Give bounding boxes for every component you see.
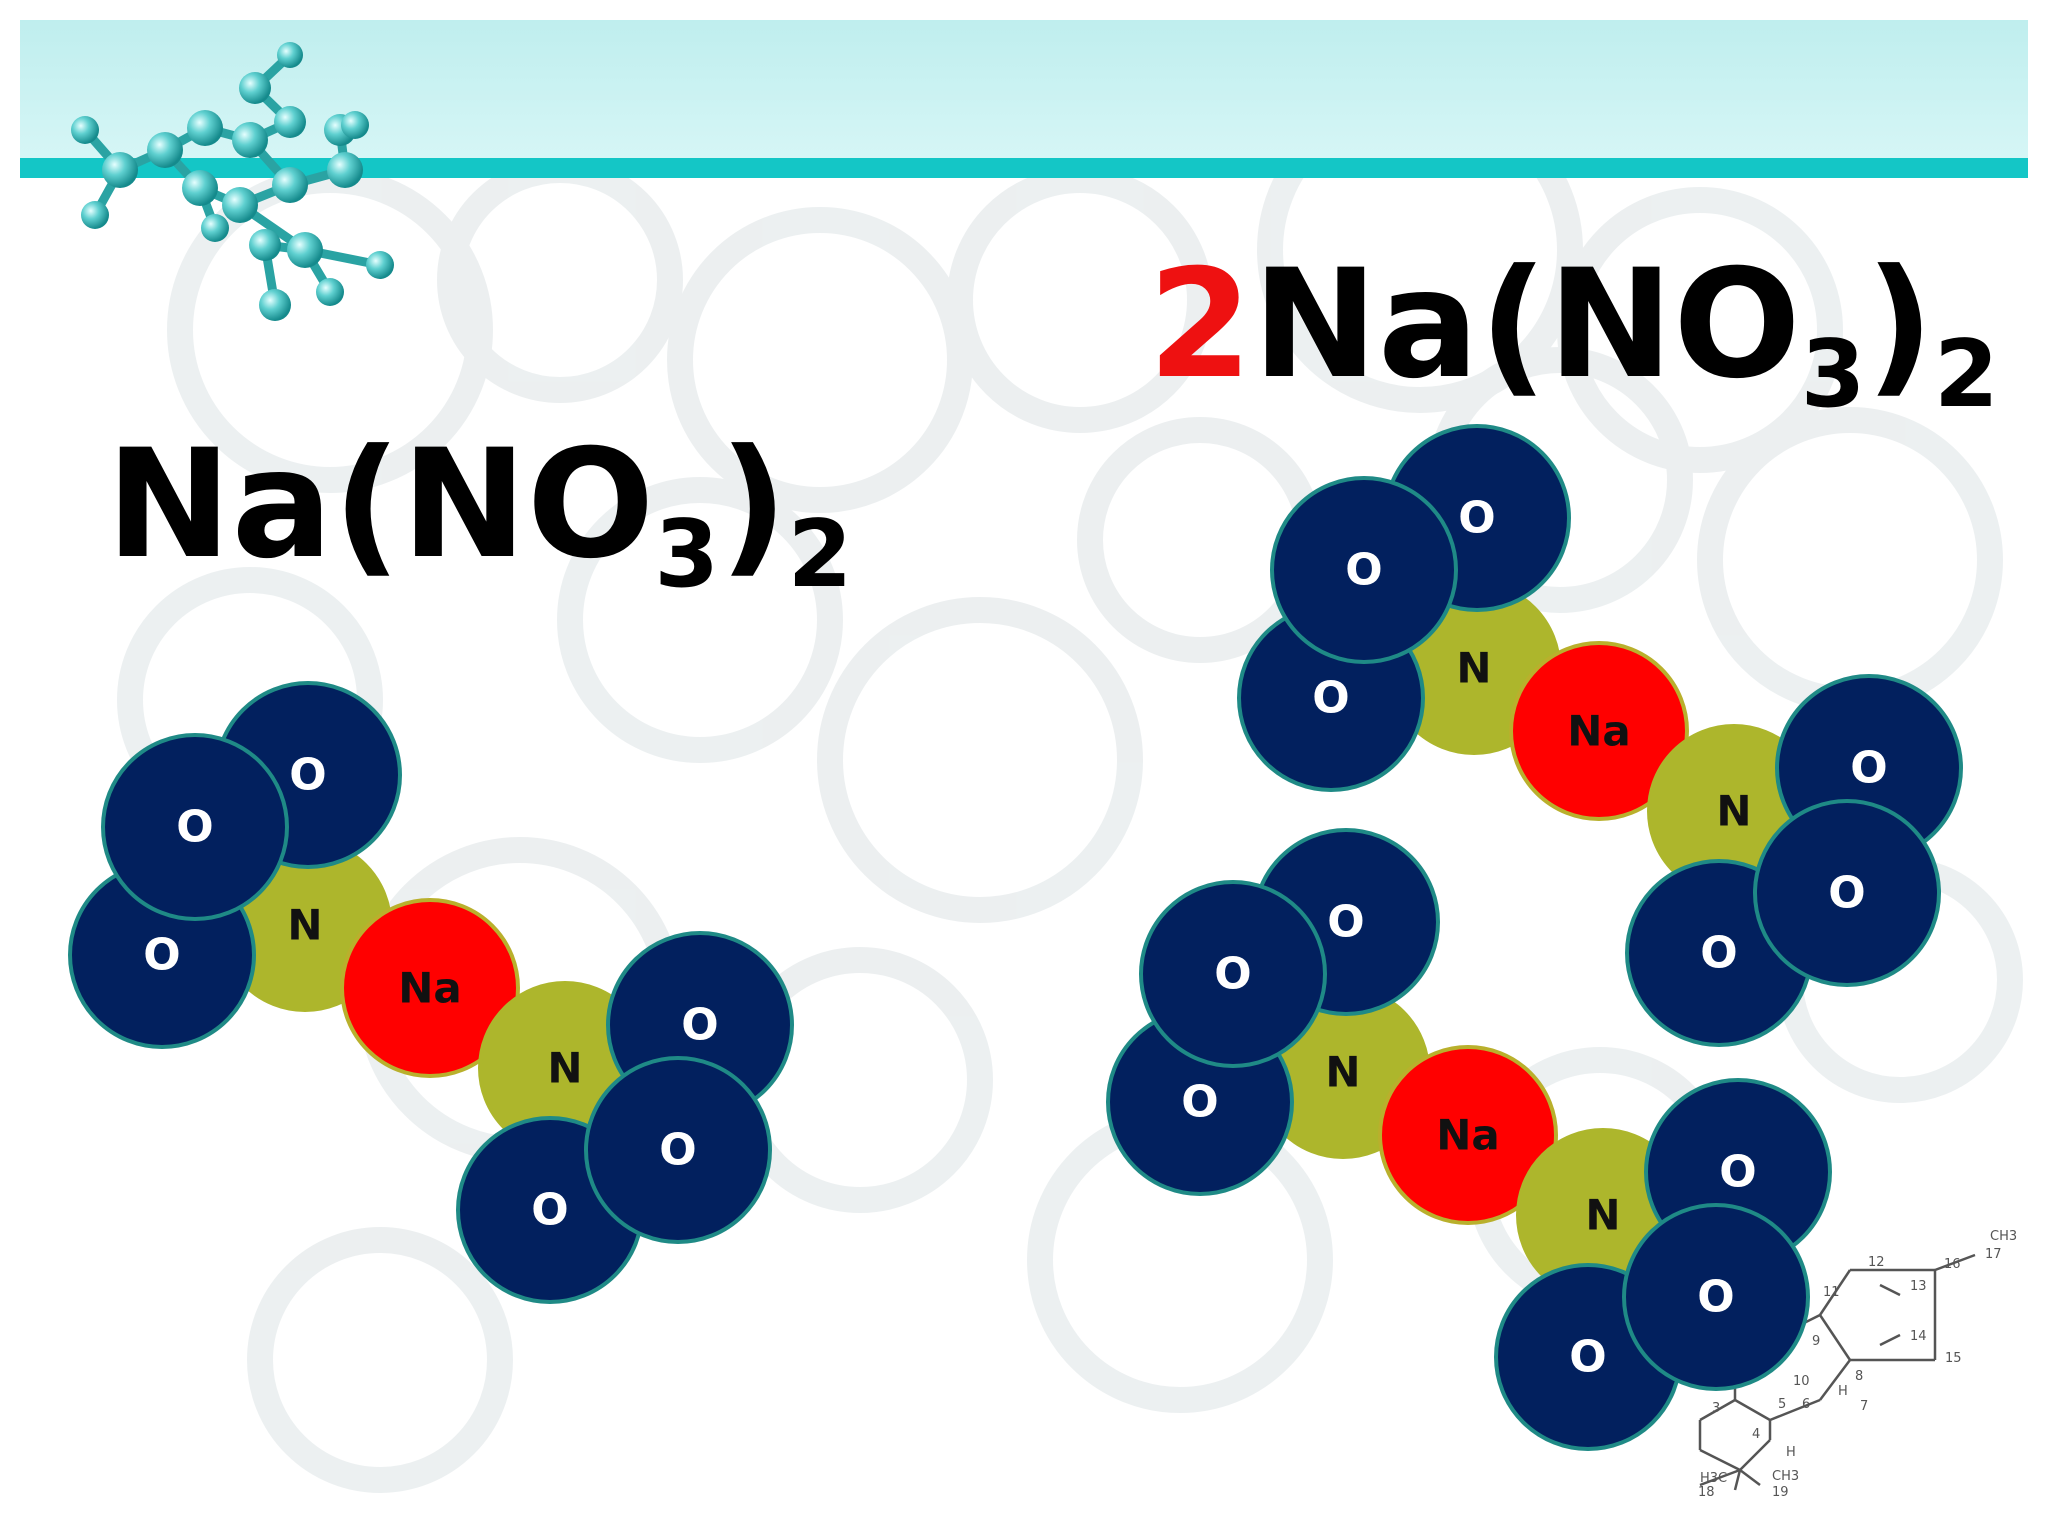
oxygen-atom-label: O — [1697, 1272, 1734, 1323]
sodium-atom: Na — [340, 898, 520, 1078]
oxygen-atom-label: O — [1700, 928, 1737, 979]
formula-single-close: ) — [719, 418, 788, 592]
corner-structure-label: 13 — [1910, 1279, 1927, 1294]
corner-structure-label: H3C — [1700, 1471, 1727, 1486]
header-line — [20, 158, 2028, 178]
oxygen-atom-label: O — [1214, 949, 1251, 1000]
sodium-atom: Na — [1378, 1045, 1558, 1225]
corner-structure-label: 15 — [1945, 1351, 1962, 1366]
oxygen-atom-label: O — [531, 1185, 568, 1236]
oxygen-atom-label: O — [1327, 897, 1364, 948]
corner-structure-label: 11 — [1823, 1285, 1840, 1300]
corner-structure-label: 14 — [1910, 1329, 1927, 1344]
sodium-atom-label: Na — [1567, 707, 1631, 756]
oxygen-atom-label: O — [1458, 493, 1495, 544]
oxygen-atom: O — [1270, 476, 1458, 664]
formula-single-prefix: Na(NO — [106, 418, 655, 592]
header-band — [20, 20, 2028, 160]
oxygen-atom-label: O — [1345, 545, 1382, 596]
oxygen-atom-label: O — [1828, 868, 1865, 919]
oxygen-atom-label: O — [1181, 1077, 1218, 1128]
corner-structure-label: 10 — [1793, 1374, 1810, 1389]
corner-structure-label: 19 — [1772, 1485, 1789, 1500]
sodium-atom-label: Na — [1436, 1111, 1500, 1160]
oxygen-atom-label: O — [1569, 1332, 1606, 1383]
corner-structure-label: 12 — [1868, 1255, 1885, 1270]
corner-structure-label: CH3 — [1990, 1229, 2017, 1244]
formula-double-prefix: Na(NO — [1252, 238, 1801, 412]
corner-structure-label: 17 — [1985, 1247, 2002, 1262]
corner-structure-label: 5 — [1778, 1397, 1786, 1412]
molecule-logo-icon — [71, 42, 394, 321]
oxygen-atom: O — [1622, 1203, 1810, 1391]
formula-coefficient: 2 — [1148, 238, 1253, 412]
corner-structure-label: 16 — [1944, 1257, 1961, 1272]
oxygen-atom-label: O — [681, 1000, 718, 1051]
nitrogen-atom-label: N — [547, 1044, 582, 1093]
oxygen-atom-label: O — [1850, 743, 1887, 794]
formula-double-close: ) — [1865, 238, 1935, 412]
corner-structure-label: 3 — [1712, 1401, 1720, 1416]
nitrogen-atom-label: N — [1325, 1048, 1360, 1097]
oxygen-atom-label: O — [143, 930, 180, 981]
oxygen-atom: O — [101, 733, 289, 921]
oxygen-atom-label: O — [289, 750, 326, 801]
corner-structure-label: 8 — [1855, 1369, 1863, 1384]
corner-structure-label: 9 — [1812, 1334, 1820, 1349]
corner-structure-label: H — [1838, 1384, 1848, 1399]
nitrogen-atom-label: N — [287, 901, 322, 950]
corner-structure-label: 4 — [1752, 1427, 1760, 1442]
formula-single: Na(NO3)2 — [106, 430, 852, 600]
oxygen-atom-label: O — [659, 1125, 696, 1176]
corner-structure-label: 18 — [1698, 1485, 1715, 1500]
formula-double-subscript-2: 2 — [1934, 319, 1999, 428]
corner-structure-label: H — [1786, 1445, 1796, 1460]
nitrogen-atom-label: N — [1585, 1191, 1620, 1240]
formula-single-subscript-3: 3 — [654, 499, 720, 608]
formula-double-subscript-3: 3 — [1800, 319, 1866, 428]
sodium-atom-label: Na — [398, 964, 462, 1013]
nitrogen-atom-label: N — [1456, 644, 1491, 693]
oxygen-atom-label: O — [1312, 673, 1349, 724]
corner-structure-label: CH3 — [1772, 1469, 1799, 1484]
corner-structure-label: 6 — [1802, 1397, 1810, 1412]
formula-single-subscript-2: 2 — [787, 499, 853, 608]
oxygen-atom-label: O — [176, 802, 213, 853]
nitrogen-atom-label: N — [1716, 787, 1751, 836]
formula-double: 2Na(NO3)2 — [1148, 250, 1999, 420]
corner-structure-label: 7 — [1860, 1399, 1868, 1414]
oxygen-atom-label: O — [1719, 1147, 1756, 1198]
oxygen-atom: O — [1753, 799, 1941, 987]
sodium-atom: Na — [1509, 641, 1689, 821]
oxygen-atom: O — [1139, 880, 1327, 1068]
oxygen-atom: O — [584, 1056, 772, 1244]
